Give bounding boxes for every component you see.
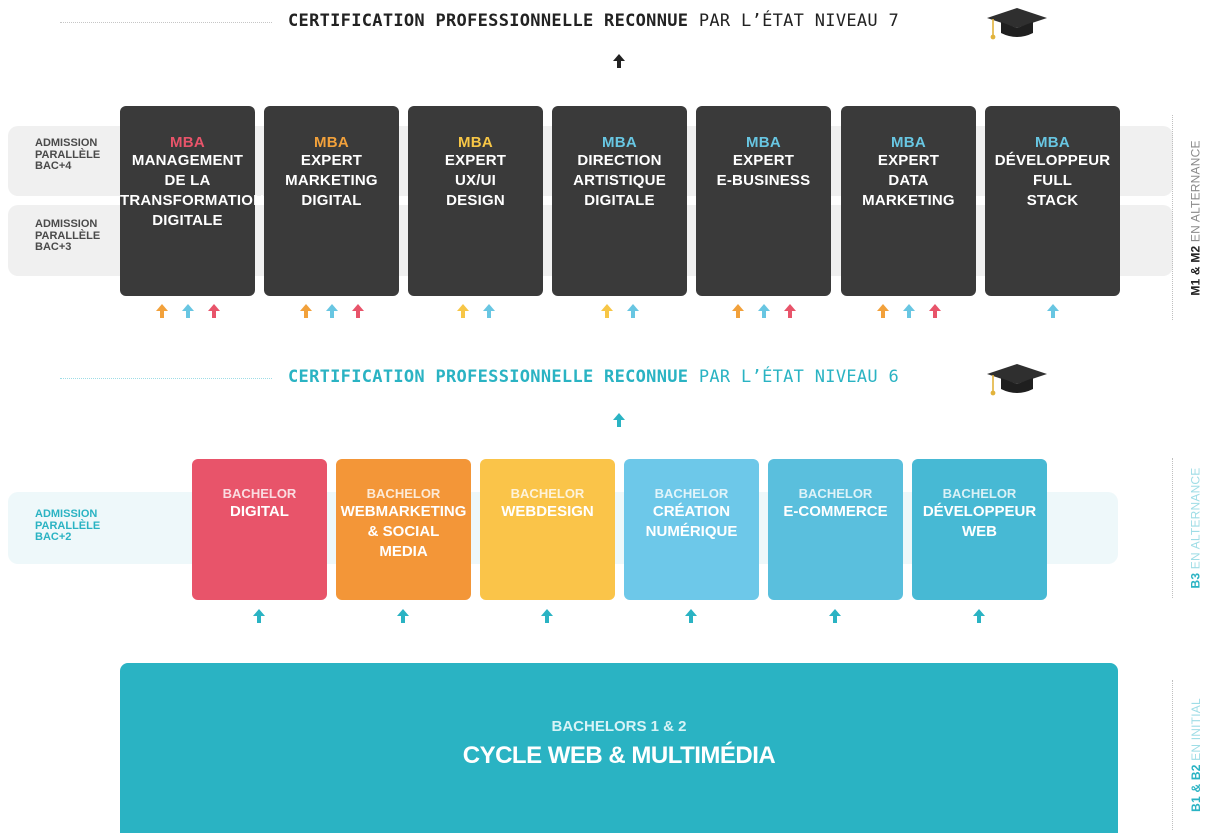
mba-tag: MBA <box>1034 134 1071 151</box>
arrow-up-icon <box>685 609 697 623</box>
mba-name: DIRECTION ARTISTIQUE DIGITALE <box>573 152 666 209</box>
arrow-up-icon <box>397 609 409 623</box>
arrow-up-icon <box>253 609 265 623</box>
bachelor-tag: BACHELOR <box>942 486 1017 501</box>
arrow-up-icon <box>928 304 941 318</box>
certification-level-6-bold: CERTIFICATION PROFESSIONNELLE RECONNUE <box>288 367 689 387</box>
cycle-name: CYCLE WEB & MULTIMÉDIA <box>462 742 776 769</box>
arrow-up-icon <box>351 304 364 318</box>
arrow-up-icon <box>626 304 639 318</box>
mba-card-developpeur-full-stack[interactable]: MBA DÉVELOPPEUR FULL STACK <box>985 106 1120 296</box>
arrow-up-icon <box>876 304 889 318</box>
arrow-up-icon <box>181 304 194 318</box>
arrow-up-icon <box>973 609 985 623</box>
bachelor-tag: BACHELOR <box>510 486 585 501</box>
side-divider <box>1172 680 1173 830</box>
arrow-up-icon <box>731 304 744 318</box>
arrow-up-icon <box>600 304 613 318</box>
graduation-cap-icon <box>987 364 1047 396</box>
cycle-tag: BACHELORS 1 & 2 <box>551 718 687 735</box>
arrow-up-icon <box>613 413 625 427</box>
mba-card-expert-data-marketing[interactable]: MBA EXPERT DATA MARKETING <box>841 106 976 296</box>
certification-level-7-text: CERTIFICATION PROFESSIONNELLE RECONNUE P… <box>288 11 899 31</box>
arrow-up-icon <box>1046 304 1059 318</box>
certification-level-6: CERTIFICATION PROFESSIONNELLE RECONNUE P… <box>0 359 1217 399</box>
arrow-up-icon <box>541 609 553 623</box>
arrow-up-icon <box>902 304 915 318</box>
arrow-up-icon <box>613 54 625 68</box>
mba-name: EXPERT DATA MARKETING <box>862 152 955 209</box>
arrow-up-icon <box>757 304 770 318</box>
bachelor-card-digital[interactable]: BACHELOR DIGITAL <box>192 459 327 600</box>
bachelor-name: DIGITAL <box>230 503 289 520</box>
bachelor-card-webdesign[interactable]: BACHELOR WEBDESIGN <box>480 459 615 600</box>
side-label-b3: B3 EN ALTERNANCE <box>1186 458 1206 598</box>
bachelor-tag: BACHELOR <box>366 486 441 501</box>
certification-level-7-bold: CERTIFICATION PROFESSIONNELLE RECONNUE <box>288 11 689 31</box>
mba-name: MANAGEMENT DE LA TRANSFORMATION DIGITALE <box>120 152 265 229</box>
bachelor-tag: BACHELOR <box>798 486 873 501</box>
mba-tag: MBA <box>457 134 494 151</box>
bachelor-name: CRÉATION NUMÉRIQUE <box>645 503 738 540</box>
cycle-web-multimedia[interactable]: BACHELORS 1 & 2 CYCLE WEB & MULTIMÉDIA <box>120 663 1118 833</box>
side-label-b1b2: B1 & B2 EN INITIAL <box>1186 680 1206 830</box>
mba-card-expert-ebusiness[interactable]: MBA EXPERT E-BUSINESS <box>696 106 831 296</box>
mba-name: DÉVELOPPEUR FULL STACK <box>994 152 1111 209</box>
admission-label-bac2: ADMISSION PARALLÈLE BAC+2 <box>35 508 101 543</box>
side-label-m1m2-bold: M1 & M2 <box>1189 245 1204 296</box>
bachelor-card-ecommerce[interactable]: BACHELOR E-COMMERCE <box>768 459 903 600</box>
bachelor-name: WEBMARKETING & SOCIAL MEDIA <box>340 503 467 560</box>
mba-tag: MBA <box>890 134 927 151</box>
side-label-m1m2: M1 & M2 EN ALTERNANCE <box>1186 115 1206 320</box>
bachelor-name: WEBDESIGN <box>501 503 594 520</box>
arrow-up-icon <box>299 304 312 318</box>
mba-tag: MBA <box>601 134 638 151</box>
bachelor-card-creation-numerique[interactable]: BACHELOR CRÉATION NUMÉRIQUE <box>624 459 759 600</box>
mba-card-direction-artistique[interactable]: MBA DIRECTION ARTISTIQUE DIGITALE <box>552 106 687 296</box>
mba-name: EXPERT UX/UI DESIGN <box>444 152 507 209</box>
side-label-m1m2-rest: EN ALTERNANCE <box>1189 139 1204 246</box>
mba-tag: MBA <box>169 134 206 151</box>
side-label-b3-rest: EN ALTERNANCE <box>1189 467 1203 573</box>
arrow-up-icon <box>829 609 841 623</box>
bachelor-tag: BACHELOR <box>222 486 297 501</box>
admission-label-bac3: ADMISSION PARALLÈLE BAC+3 <box>35 218 101 253</box>
arrow-up-icon <box>207 304 220 318</box>
bachelor-card-webmarketing[interactable]: BACHELOR WEBMARKETING & SOCIAL MEDIA <box>336 459 471 600</box>
mba-tag: MBA <box>313 134 350 151</box>
mba-name: EXPERT E-BUSINESS <box>716 152 811 189</box>
bachelor-name: DÉVELOPPEUR WEB <box>922 503 1037 540</box>
bachelor-tag: BACHELOR <box>654 486 729 501</box>
mba-card-expert-uxui[interactable]: MBA EXPERT UX/UI DESIGN <box>408 106 543 296</box>
side-label-b1b2-rest: EN INITIAL <box>1189 698 1204 765</box>
arrow-up-icon <box>482 304 495 318</box>
bachelor-name: E-COMMERCE <box>783 503 888 520</box>
mba-name: EXPERT MARKETING DIGITAL <box>285 152 378 209</box>
dotted-line <box>60 22 272 23</box>
certification-level-7: CERTIFICATION PROFESSIONNELLE RECONNUE P… <box>0 3 1217 43</box>
certification-level-6-rest: PAR L’ÉTAT NIVEAU 6 <box>688 367 900 387</box>
mba-tag: MBA <box>745 134 782 151</box>
bachelor-card-developpeur-web[interactable]: BACHELOR DÉVELOPPEUR WEB <box>912 459 1047 600</box>
dotted-line <box>60 378 272 379</box>
arrow-up-icon <box>155 304 168 318</box>
arrow-up-icon <box>783 304 796 318</box>
side-label-b1b2-bold: B1 & B2 <box>1189 764 1204 812</box>
side-divider <box>1172 115 1173 320</box>
graduation-cap-icon <box>987 8 1047 40</box>
arrow-up-icon <box>325 304 338 318</box>
mba-card-expert-marketing[interactable]: MBA EXPERT MARKETING DIGITAL <box>264 106 399 296</box>
side-divider <box>1172 458 1173 598</box>
certification-level-7-rest: PAR L’ÉTAT NIVEAU 7 <box>688 11 900 31</box>
mba-card-management-transformation[interactable]: MBA MANAGEMENT DE LA TRANSFORMATION DIGI… <box>120 106 265 296</box>
certification-level-6-text: CERTIFICATION PROFESSIONNELLE RECONNUE P… <box>288 367 899 387</box>
arrow-up-icon <box>456 304 469 318</box>
admission-label-bac4: ADMISSION PARALLÈLE BAC+4 <box>35 137 101 172</box>
side-label-b3-bold: B3 <box>1189 572 1203 589</box>
